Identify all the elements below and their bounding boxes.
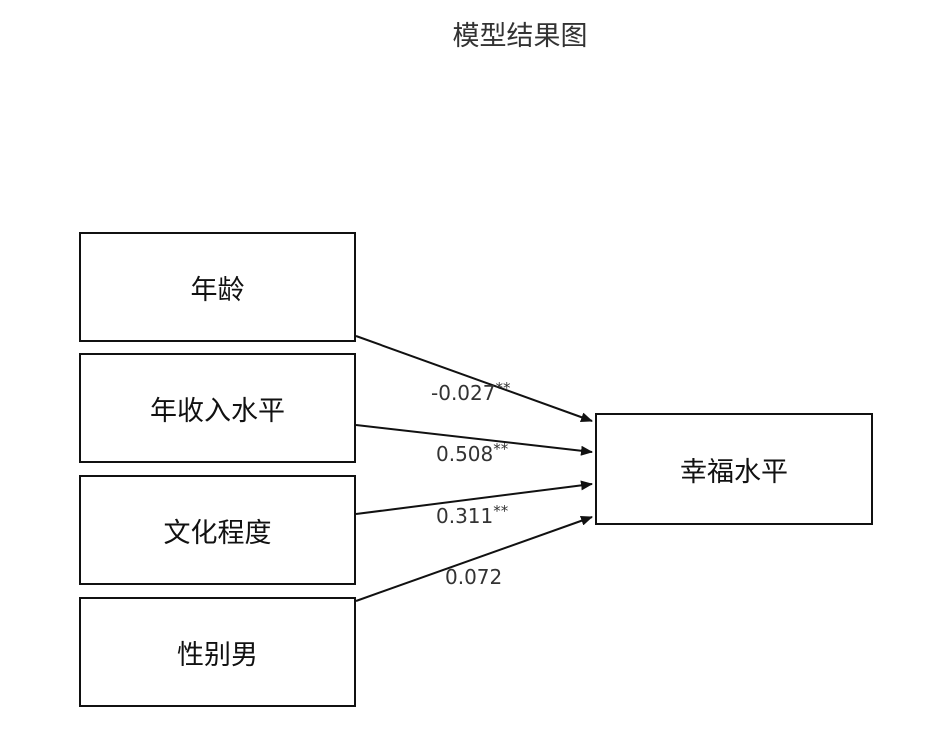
coef-income: 0.508** xyxy=(436,440,509,466)
coef-age: -0.027** xyxy=(431,379,511,405)
node-happiness-label: 幸福水平 xyxy=(680,456,788,488)
arrow-male-to-happiness xyxy=(355,515,593,602)
node-male: 性别男 xyxy=(79,597,356,707)
node-age: 年龄 xyxy=(79,232,356,342)
arrow-education-to-happiness xyxy=(355,480,593,515)
arrow-age-to-happiness xyxy=(355,335,593,422)
node-male-label: 性别男 xyxy=(177,639,258,671)
node-income: 年收入水平 xyxy=(79,353,356,463)
coef-male: 0.072 xyxy=(445,565,503,589)
node-education-label: 文化程度 xyxy=(163,517,272,549)
coef-education: 0.311** xyxy=(436,502,509,528)
diagram-title: 模型结果图 xyxy=(452,21,588,52)
node-income-label: 年收入水平 xyxy=(150,395,285,427)
node-happiness: 幸福水平 xyxy=(595,413,873,525)
node-education: 文化程度 xyxy=(79,475,356,585)
arrow-income-to-happiness xyxy=(355,424,593,456)
node-age-label: 年龄 xyxy=(190,274,245,306)
